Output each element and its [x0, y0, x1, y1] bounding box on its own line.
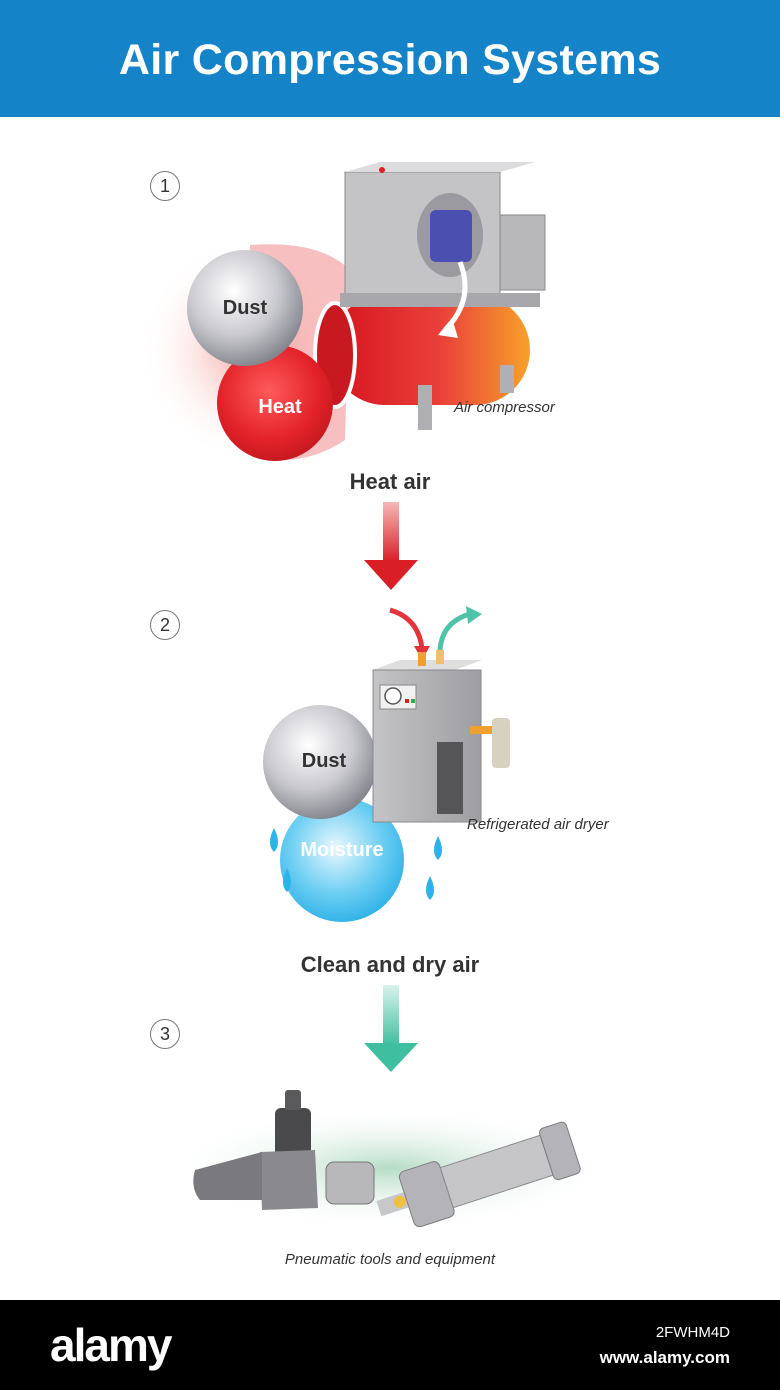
- clean-dry-air-label: Clean and dry air: [300, 952, 480, 977]
- heat-air-label: Heat air: [349, 469, 431, 494]
- impact-wrench-graphic: [193, 1090, 375, 1210]
- air-dryer-caption: Refrigerated air dryer: [467, 816, 609, 833]
- step2-illustration: [263, 606, 510, 922]
- moisture-label: Moisture: [300, 839, 384, 861]
- heat-label: Heat: [258, 396, 302, 418]
- dust-ball-2: [263, 705, 377, 819]
- image-id: 2FWHM4D: [655, 1324, 730, 1341]
- footer-bar: alamy 2FWHM4D www.alamy.com: [0, 1300, 780, 1390]
- step3-illustration: [165, 1090, 615, 1230]
- heat-ball: [217, 345, 333, 461]
- site-url: www.alamy.com: [599, 1348, 730, 1367]
- pneumatic-cylinder-graphic: [376, 1121, 581, 1228]
- heat-air-arrow: [364, 502, 418, 590]
- dust-label-2: Dust: [301, 750, 347, 772]
- alamy-logo: alamy: [50, 1319, 172, 1371]
- compressor-unit-graphic: [340, 162, 546, 338]
- step-1-number: 1: [150, 171, 180, 201]
- clean-air-arrow: [364, 985, 418, 1072]
- moisture-ball: [280, 798, 404, 922]
- pneumatic-tools-caption: Pneumatic tools and equipment: [284, 1251, 496, 1268]
- step-3-number: 3: [150, 1019, 180, 1049]
- dust-label-1: Dust: [222, 297, 268, 319]
- title-banner: Air Compression Systems: [0, 0, 780, 117]
- air-compressor-caption: Air compressor: [454, 399, 555, 416]
- step-2-number: 2: [150, 610, 180, 640]
- page-title: Air Compression Systems: [118, 36, 662, 84]
- dust-ball-1: [187, 250, 303, 366]
- step1-illustration: [140, 162, 546, 461]
- air-tank-graphic: [313, 295, 530, 430]
